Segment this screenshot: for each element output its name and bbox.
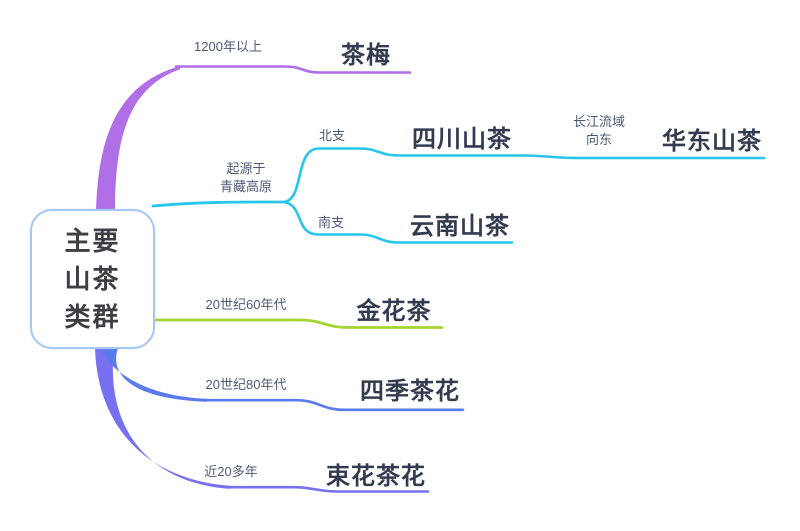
- edge-bouquet-line: [225, 485, 430, 493]
- edge-label-sasanqua: 1200年以上: [194, 39, 262, 54]
- topic-huadong[interactable]: 华东山茶: [662, 128, 762, 155]
- edge-label-origin-line2: 青藏高原: [219, 179, 273, 194]
- edge-label-south: 南支: [317, 215, 345, 230]
- edge-sasanqua-line: [174, 65, 412, 74]
- edge-label-bouquet: 近20多年: [204, 464, 258, 479]
- topic-bouquet[interactable]: 束花茶花: [326, 463, 426, 490]
- root-topic-line3: 类群: [64, 302, 121, 332]
- topic-four-season[interactable]: 四季茶花: [360, 378, 460, 405]
- edge-label-north: 北支: [318, 128, 346, 143]
- edge-label-east: 长江流域 向东: [573, 113, 625, 149]
- topic-sichuan[interactable]: 四川山茶: [412, 126, 512, 153]
- edge-four-season-trunk: [100, 348, 207, 402]
- topic-golden[interactable]: 金花茶: [356, 298, 432, 325]
- edge-label-four-season: 20世纪80年代: [205, 377, 287, 392]
- edge-four-season-line: [202, 398, 465, 412]
- topic-yunnan[interactable]: 云南山茶: [410, 213, 510, 240]
- root-topic-line1: 主要: [64, 226, 121, 256]
- edge-origin-main: [151, 200, 286, 208]
- edge-origin-south: [282, 200, 514, 244]
- topic-sasanqua[interactable]: 茶梅: [341, 42, 391, 69]
- edge-sasanqua-trunk: [96, 66, 180, 212]
- edge-label-east-line2: 向东: [585, 132, 613, 147]
- edge-label-east-line1: 长江流域: [572, 114, 626, 129]
- root-topic[interactable]: 主要 山茶 类群: [30, 209, 155, 349]
- edge-bouquet-trunk: [95, 348, 230, 489]
- edge-label-origin-line1: 起源于: [226, 161, 266, 176]
- edge-golden-line: [151, 318, 444, 329]
- edge-label-origin: 起源于 青藏高原: [220, 160, 272, 196]
- root-topic-line2: 山茶: [64, 264, 121, 294]
- edge-origin-north: [282, 147, 766, 204]
- edge-label-golden: 20世纪60年代: [205, 297, 287, 312]
